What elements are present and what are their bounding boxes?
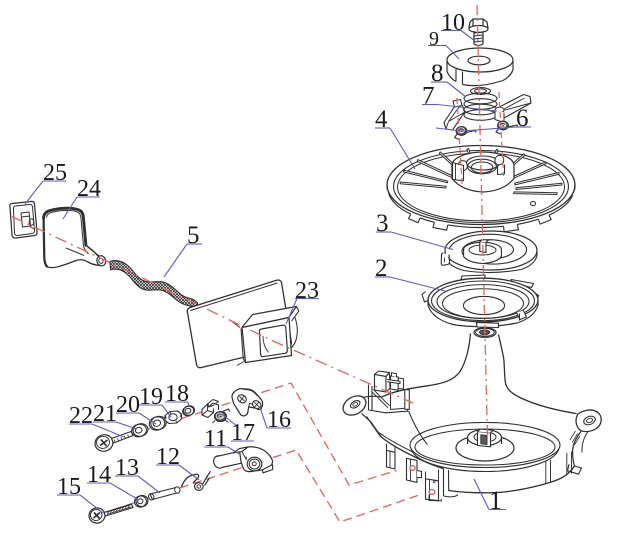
svg-text:23: 23 <box>295 278 319 304</box>
svg-text:17: 17 <box>231 420 255 446</box>
svg-text:3: 3 <box>376 210 389 237</box>
svg-text:4: 4 <box>375 106 388 133</box>
svg-text:5: 5 <box>187 222 200 249</box>
svg-text:21: 21 <box>93 401 117 427</box>
svg-text:12: 12 <box>156 444 180 470</box>
svg-text:18: 18 <box>165 381 189 407</box>
svg-text:16: 16 <box>267 407 291 433</box>
svg-text:8: 8 <box>431 60 444 87</box>
svg-text:2: 2 <box>375 255 388 282</box>
svg-text:7: 7 <box>422 83 435 110</box>
svg-text:22: 22 <box>69 403 93 429</box>
svg-text:6: 6 <box>516 105 529 132</box>
svg-text:24: 24 <box>77 176 101 202</box>
svg-text:11: 11 <box>204 426 227 452</box>
svg-text:20: 20 <box>116 392 140 418</box>
svg-text:15: 15 <box>57 474 81 500</box>
svg-text:19: 19 <box>139 384 163 410</box>
svg-text:25: 25 <box>43 160 67 186</box>
svg-text:14: 14 <box>87 462 111 488</box>
svg-text:10: 10 <box>441 10 465 36</box>
svg-text:1: 1 <box>489 486 502 515</box>
svg-text:9: 9 <box>429 28 439 50</box>
svg-text:13: 13 <box>115 455 139 481</box>
